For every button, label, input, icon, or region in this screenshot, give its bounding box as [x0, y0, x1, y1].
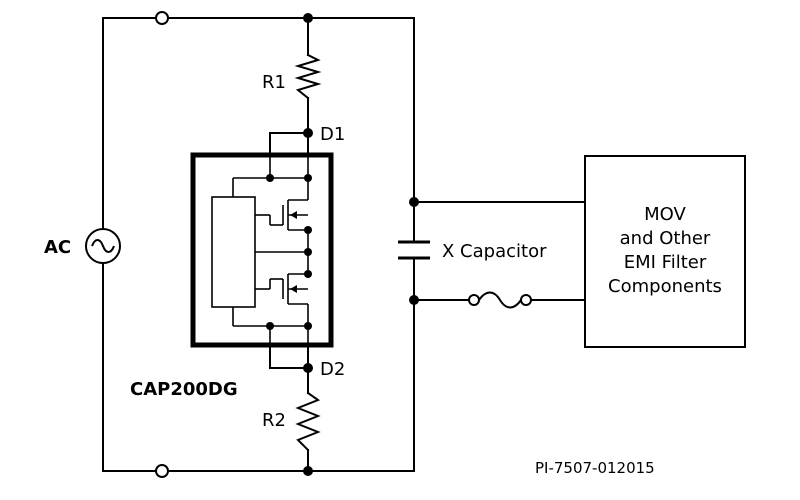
- box-line-1: MOV: [644, 204, 686, 225]
- ac-source-icon: [85, 228, 121, 264]
- r1-label: R1: [262, 72, 286, 93]
- cap200dg-chip: [190, 152, 334, 348]
- part-number: PI-7507-012015: [535, 459, 655, 477]
- x-capacitor-icon: [398, 240, 430, 260]
- fuse-icon: [468, 291, 532, 309]
- box-line-2: and Other: [620, 228, 711, 249]
- resistor-r2-icon: [295, 391, 321, 452]
- terminal-top: [155, 11, 169, 25]
- r2-label: R2: [262, 410, 286, 431]
- resistor-r1-icon: [294, 53, 322, 100]
- d2-label: D2: [320, 359, 345, 380]
- d1-label: D1: [320, 124, 345, 145]
- ac-label: AC: [44, 237, 71, 258]
- box-line-4: Components: [608, 276, 722, 297]
- junction-dots: [303, 13, 419, 476]
- capacitor-label: X Capacitor: [442, 241, 547, 262]
- terminal-bottom: [155, 464, 169, 478]
- emi-filter-box: MOV and Other EMI Filter Components: [584, 155, 746, 348]
- ic-label: CAP200DG: [130, 379, 238, 400]
- box-line-3: EMI Filter: [624, 252, 707, 273]
